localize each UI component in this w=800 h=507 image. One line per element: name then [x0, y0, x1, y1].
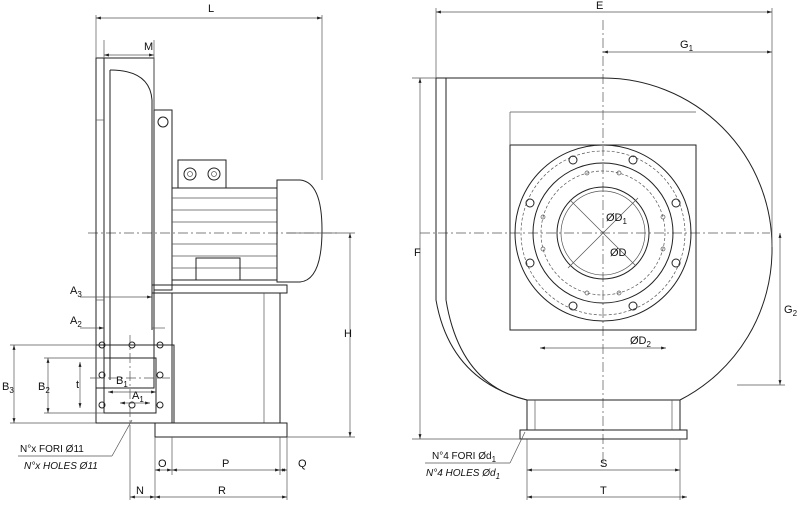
dim-P: P: [222, 458, 229, 470]
holes-note-en: N°x HOLES Ø11: [24, 461, 98, 472]
front-base-plate: [519, 429, 688, 440]
dim-A2: A2: [70, 315, 82, 329]
dim-L: L: [208, 3, 214, 15]
outlet-flange: [95, 344, 175, 424]
dim-Q: Q: [298, 458, 307, 470]
front-view: E G1 F G2 ØD1 ØD ØD2 S T N°4 FORI Ød1 N°…: [412, 0, 798, 500]
dim-N: N: [136, 485, 144, 497]
holes-note-it: N°x FORI Ø11: [20, 444, 84, 455]
dim-M: M: [144, 41, 153, 53]
front-holes-note-it: N°4 FORI Ød1: [432, 451, 497, 464]
dim-G2: G2: [784, 304, 798, 318]
dim-B1: B1: [116, 375, 128, 389]
dim-D: ØD: [610, 247, 627, 259]
dim-B2: B2: [38, 381, 50, 395]
inlet-opening: [556, 186, 650, 280]
motor-end-cap: [276, 179, 323, 283]
front-holes-note-en: N°4 HOLES Ød1: [426, 468, 500, 481]
dim-B3: B3: [2, 381, 14, 395]
scroll-casing: [435, 77, 773, 431]
dim-D2: ØD2: [630, 335, 652, 349]
inlet-flange-outer: [514, 144, 692, 322]
dim-T: T: [600, 485, 607, 497]
dim-H: H: [344, 328, 352, 340]
dim-t: t: [76, 379, 79, 391]
dim-A3: A3: [70, 285, 82, 299]
side-view: L M A3 A2 B3 B2 t B1 A1 H O P Q N R N°x …: [2, 3, 355, 500]
dim-G1: G1: [680, 39, 694, 53]
motor-body: [171, 187, 278, 281]
dim-A1: A1: [132, 390, 144, 404]
dim-S: S: [600, 458, 607, 470]
dim-R: R: [218, 485, 226, 497]
dim-O: O: [158, 458, 167, 470]
flange-bolt-holes: [525, 155, 681, 311]
base-plate: [154, 422, 288, 438]
dim-D1: ØD1: [606, 212, 628, 226]
dim-F: F: [414, 247, 421, 259]
dim-E: E: [596, 0, 603, 12]
terminal-box: [177, 159, 227, 189]
volute-casing: [95, 57, 155, 389]
